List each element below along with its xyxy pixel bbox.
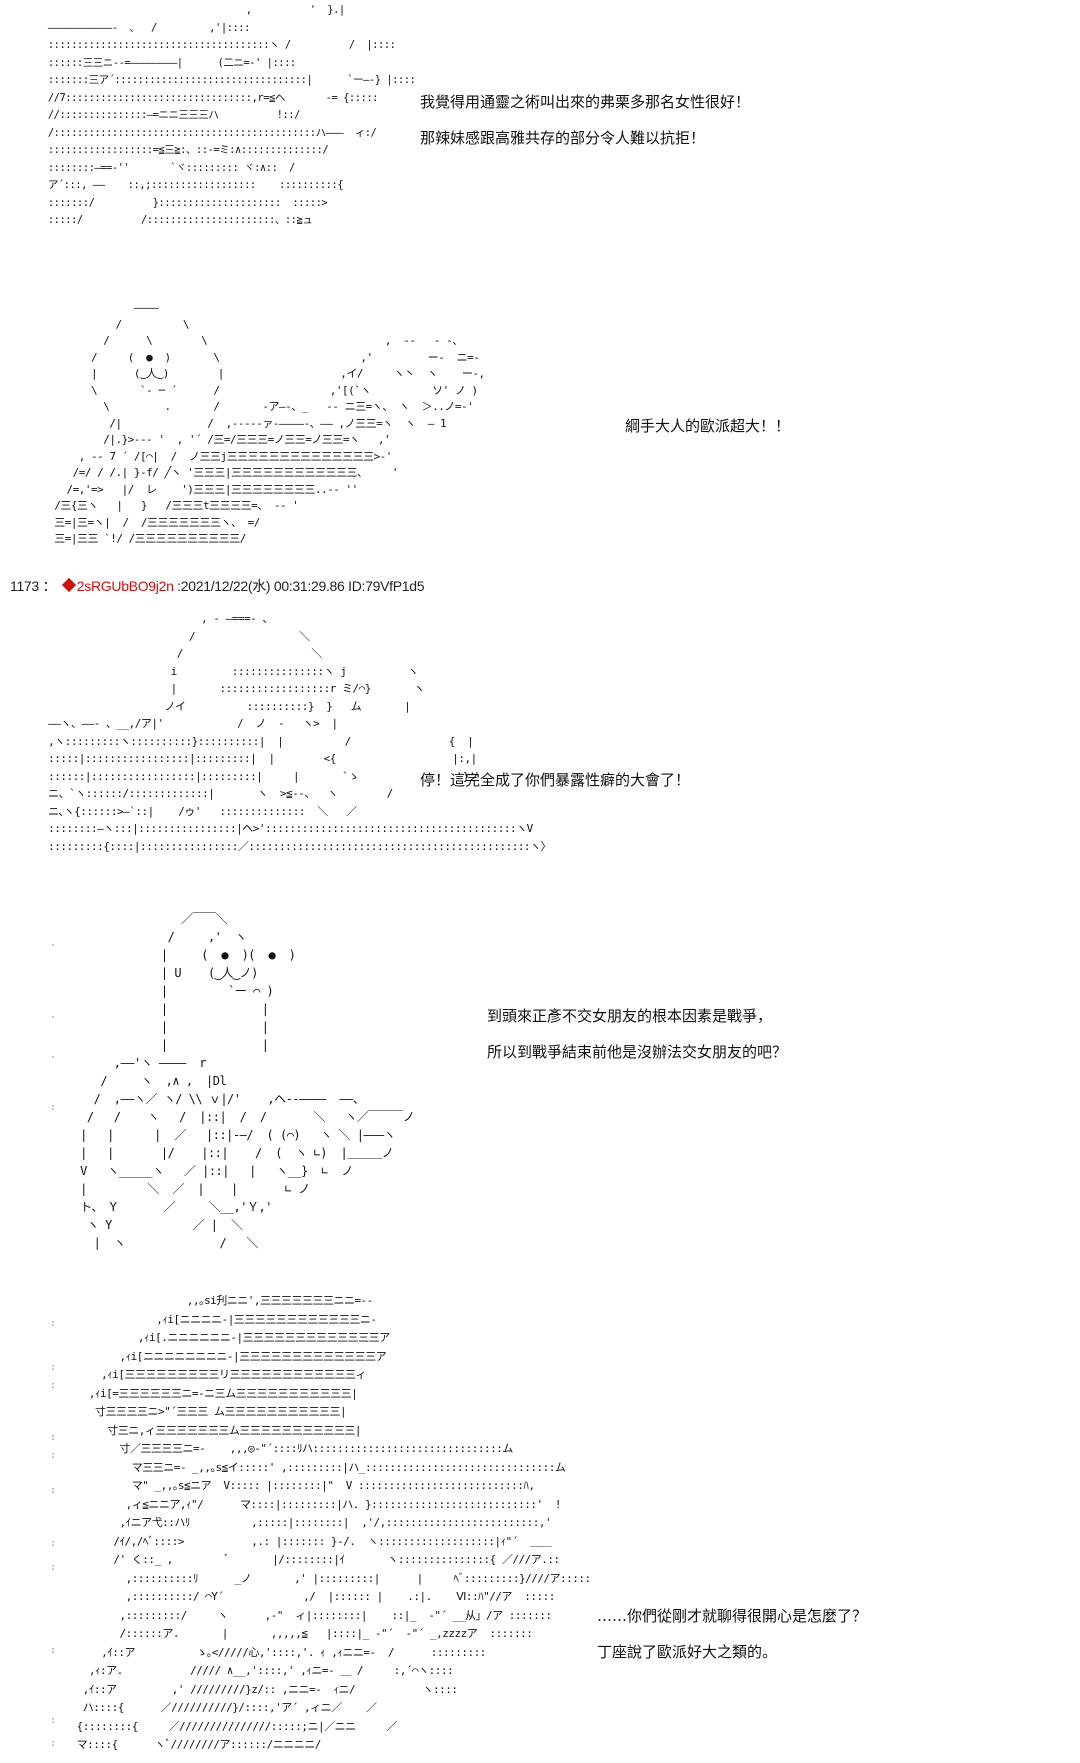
- margin-dot: ·: [50, 1012, 57, 1023]
- dialogue-line: 所以到戰爭結束前他是沒辦法交女朋友的吧？: [487, 1043, 788, 1061]
- ascii-art-panel-1: , ' }.| ―――――――――――‐ 、 / ,'|:::: :::::::…: [47, 4, 416, 226]
- margin-dot: :: [50, 1485, 57, 1496]
- margin-dot: :: [50, 1562, 57, 1573]
- margin-dot: ·: [50, 940, 57, 951]
- post-id[interactable]: ID:79VfP1d5: [348, 578, 425, 594]
- margin-dot: :: [50, 1102, 57, 1113]
- margin-dot: :: [50, 1738, 57, 1749]
- margin-dot: ·: [50, 1052, 57, 1063]
- margin-dot: :: [50, 1318, 57, 1329]
- margin-dot: :: [50, 1432, 57, 1443]
- dialogue-line: ……你們從剛才就聊得很開心是怎麼了？: [597, 1607, 868, 1625]
- margin-dot: :: [50, 1715, 57, 1726]
- dialogue-line: 丁座說了歐派好大之類的。: [597, 1643, 778, 1661]
- margin-dot: :: [50, 1645, 57, 1656]
- dialogue-line: 綱手大人的歐派超大！！: [625, 417, 791, 435]
- poster-trip[interactable]: 2sRGUbBO9j2n: [76, 578, 174, 594]
- margin-dot: :: [50, 1450, 57, 1461]
- dialogue-line: 那辣妹感跟高雅共存的部分令人難以抗拒！: [420, 129, 706, 147]
- post-number: 1173: [10, 578, 39, 594]
- margin-dot: :: [50, 1538, 57, 1549]
- dialogue-line: 停！這完全成了你們暴露性癖的大會了！: [420, 771, 691, 789]
- dialogue-panel-1: 我覺得用通靈之術叫出來的弗栗多那名女性很好！ 那辣妹感跟高雅共存的部分令人難以抗…: [420, 84, 750, 156]
- dialogue-panel-4: 到頭來正彥不交女朋友的根本因素是戰爭， 所以到戰爭結束前他是沒辦法交女朋友的吧？: [487, 998, 787, 1070]
- dialogue-panel-2: 綱手大人的歐派超大！！: [625, 408, 790, 444]
- post-separator: ：: [42, 578, 57, 594]
- ascii-art-panel-4: ／￣￣＼ / ,' ヽ | ( ● )( ● ) | U (‿人‿ノ) | `ー…: [80, 912, 415, 1250]
- post-header: 1173 ： 2sRGUbBO9j2n :2021/12/22(水) 00:31…: [10, 576, 425, 596]
- dialogue-panel-3: 停！這完全成了你們暴露性癖的大會了！: [420, 762, 690, 798]
- trip-diamond-icon: [61, 577, 76, 593]
- margin-dot: :: [50, 1362, 57, 1373]
- ascii-art-panel-3: , ‐ ―===‐ 、 / ＼ / ＼ i :::::::::::::::ヽ j…: [48, 612, 552, 853]
- post-datetime: :2021/12/22(水) 00:31:29.86: [177, 578, 345, 594]
- ascii-art-panel-2: ―――― / \ / \ \ , ‐‐ ‐ ‐、 / ( ● ) \ ,' ー‐…: [54, 301, 485, 545]
- margin-dot: :: [50, 1380, 57, 1391]
- ascii-art-panel-5: ,,｡si刋ニニ',三三三三三三三ニニ=‐‐ ,ｨi[ニニニニ‐|三三三三三三三…: [76, 1294, 592, 1751]
- dialogue-line: 我覺得用通靈之術叫出來的弗栗多那名女性很好！: [420, 93, 751, 111]
- dialogue-panel-5: ……你們從剛才就聊得很開心是怎麼了？ 丁座說了歐派好大之類的。: [597, 1598, 867, 1670]
- dialogue-line: 到頭來正彥不交女朋友的根本因素是戰爭，: [487, 1007, 773, 1025]
